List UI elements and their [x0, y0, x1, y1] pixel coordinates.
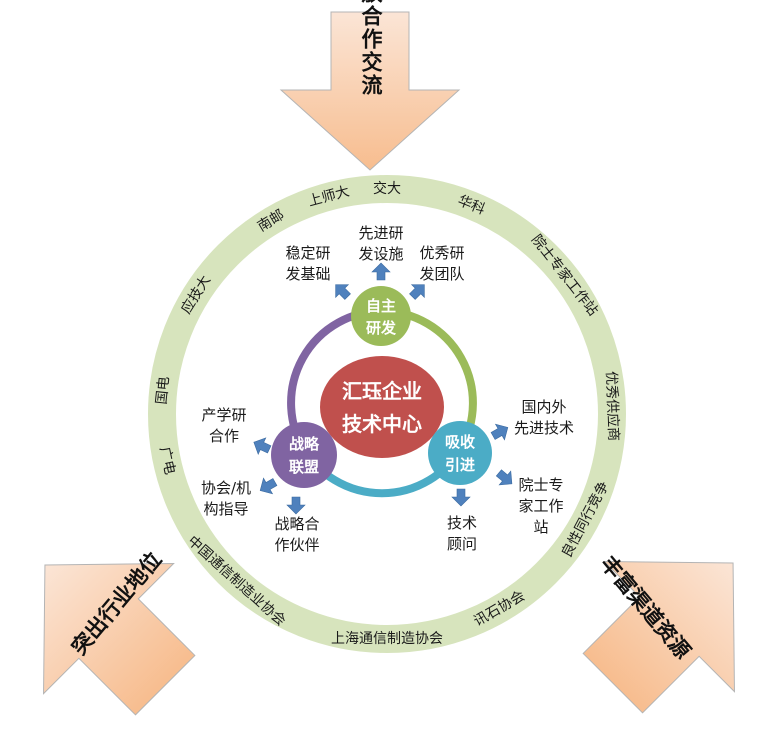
node-absorb-line1: 吸收 — [445, 433, 475, 451]
small-arrows — [253, 262, 513, 515]
small-arrow-icon — [259, 477, 278, 495]
branch-label-absorb: 技术顾问 — [447, 514, 477, 553]
small-arrow-icon — [490, 423, 509, 441]
outer-ring-label: 优秀供应商 — [603, 371, 622, 442]
node-absorb: 吸收 引进 — [428, 421, 492, 485]
big-arrow-top-label: 开放合作交流 — [359, 0, 384, 97]
node-rd: 自主 研发 — [351, 286, 411, 346]
branch-label-rd: 稳定研发基础 — [285, 244, 330, 283]
outer-ring — [148, 175, 626, 653]
outer-ring-label: 国电 — [154, 376, 173, 406]
outer-ring-label: 上海通信制造协会 — [331, 631, 443, 647]
branch-labels: 稳定研发基础先进研发设施优秀研发团队产学研合作协会/机构指导战略合作伙伴 国内外先… — [201, 224, 574, 554]
branch-label-rd: 优秀研发团队 — [419, 244, 464, 283]
big-arrow-bottom-left — [43, 563, 196, 716]
small-arrow-icon — [451, 488, 471, 507]
node-alliance: 战略 联盟 — [271, 422, 337, 488]
outer-ring-label: 院士专家工作站 — [528, 231, 602, 319]
center-hub-line2: 技术中心 — [342, 412, 422, 436]
node-rd-line2: 研发 — [366, 319, 397, 337]
branch-label-rd: 先进研发设施 — [358, 224, 403, 263]
node-alliance-line1: 战略 — [289, 435, 320, 453]
branch-label-alliance: 协会/机构指导 — [201, 479, 251, 518]
big-arrow-bottom-right — [582, 561, 735, 714]
branch-label-alliance: 产学研合作 — [201, 406, 246, 445]
node-alliance-line2: 联盟 — [289, 458, 319, 476]
center-hub-line1: 汇珏企业 — [342, 379, 422, 403]
small-arrow-icon — [335, 284, 351, 300]
small-arrow-icon — [253, 437, 272, 455]
small-arrow-icon — [371, 262, 391, 281]
branch-label-absorb: 院士专家工作站 — [518, 476, 563, 536]
outer-ring-label: 中国通信制造业协会 — [184, 533, 288, 629]
branch-label-alliance: 战略合作伙伴 — [274, 515, 319, 554]
big-arrow-top: 开放合作交流 — [279, 0, 461, 171]
outer-ring-label: 交大 — [373, 180, 401, 197]
branch-label-absorb: 国内外先进技术 — [514, 398, 574, 437]
small-arrow-icon — [286, 496, 306, 515]
outer-ring-label: 广电 — [156, 445, 177, 476]
node-rd-line1: 自主 — [366, 297, 396, 315]
node-absorb-line2: 引进 — [445, 456, 475, 474]
center-hub — [320, 356, 444, 458]
small-arrow-icon — [409, 284, 425, 300]
small-arrow-icon — [495, 469, 513, 486]
